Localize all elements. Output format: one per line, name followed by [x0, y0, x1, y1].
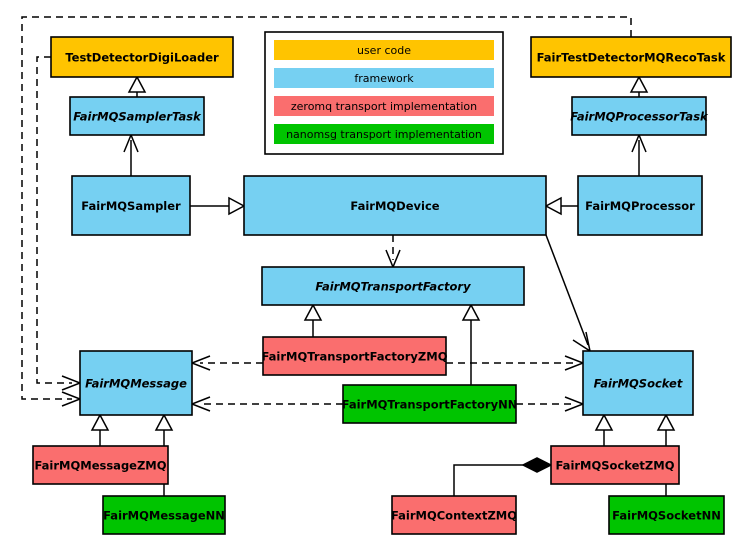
class-node-FairMQSocketZMQ[interactable]: FairMQSocketZMQ — [550, 445, 680, 485]
class-name-label: FairMQSocket — [594, 377, 683, 391]
class-node-FairMQSocket[interactable]: FairMQSocket — [582, 350, 694, 416]
class-node-FairMQMessageZMQ[interactable]: FairMQMessageZMQ — [32, 445, 169, 485]
class-name-label: FairMQTransportFactory — [315, 280, 471, 294]
edge-tfzmq-to-socket — [446, 355, 586, 371]
edge-device-to-socket — [545, 234, 592, 353]
edge-contextzmq-to-socketzmq — [453, 457, 553, 496]
class-node-FairMQMessageNN[interactable]: FairMQMessageNN — [102, 495, 226, 535]
edge-messagezmq-to-message — [90, 413, 110, 446]
class-box[interactable] — [571, 96, 707, 136]
edge-processor-to-device — [544, 196, 578, 216]
class-box[interactable] — [261, 266, 525, 306]
legend-item-0: user code — [274, 40, 494, 60]
class-name-label: FairMQSocketNN — [612, 509, 721, 523]
class-node-FairMQTransportFactoryNN[interactable]: FairMQTransportFactoryNN — [342, 384, 518, 424]
edge-tfnn-to-socket — [516, 396, 586, 412]
edge-processor-to-processortask — [631, 133, 647, 176]
class-box[interactable] — [577, 175, 703, 236]
edge-sampler-to-samplertask — [123, 133, 139, 176]
class-name-label: FairMQSampler — [81, 199, 181, 213]
edge-samplertask-to-digiloader — [127, 75, 147, 97]
class-name-label: FairMQDevice — [350, 199, 439, 213]
legend-item-label: nanomsg transport implementation — [286, 128, 482, 141]
edge-tfnn-to-message — [189, 396, 343, 412]
class-name-label: FairMQMessageNN — [103, 509, 225, 523]
edge-device-to-transportfactory — [385, 235, 401, 269]
class-node-FairMQSocketNN[interactable]: FairMQSocketNN — [608, 495, 725, 535]
class-name-label: FairMQProcessor — [585, 199, 695, 213]
legend-item-1: framework — [274, 68, 494, 88]
class-node-FairMQDevice[interactable]: FairMQDevice — [243, 175, 547, 236]
class-node-FairMQContextZMQ[interactable]: FairMQContextZMQ — [391, 495, 517, 535]
class-box[interactable] — [262, 336, 447, 376]
class-box[interactable] — [71, 175, 191, 236]
class-node-FairMQProcessorTask[interactable]: FairMQProcessorTask — [570, 96, 709, 136]
class-name-label: FairTestDetectorMQRecoTask — [537, 51, 726, 65]
edge-tfnn-to-transportfactory — [461, 303, 481, 385]
class-box[interactable] — [391, 495, 517, 535]
legend: user code framework zeromq transport imple… — [264, 31, 504, 155]
class-box[interactable] — [342, 384, 517, 424]
class-box[interactable] — [102, 495, 226, 535]
class-box[interactable] — [530, 36, 732, 78]
class-name-label: FairMQMessage — [85, 377, 187, 391]
class-box[interactable] — [50, 36, 234, 78]
class-node-FairMQTransportFactoryZMQ[interactable]: FairMQTransportFactoryZMQ — [261, 336, 448, 376]
class-name-label: FairMQTransportFactoryNN — [342, 398, 518, 412]
class-node-FairMQSampler[interactable]: FairMQSampler — [71, 175, 191, 236]
legend-swatch — [274, 68, 494, 88]
class-node-FairTestDetectorMQRecoTask[interactable]: FairTestDetectorMQRecoTask — [530, 36, 732, 78]
class-node-FairMQTransportFactory[interactable]: FairMQTransportFactory — [261, 266, 525, 306]
class-name-label: FairMQSamplerTask — [73, 110, 202, 124]
class-box[interactable] — [608, 495, 725, 535]
class-box[interactable] — [32, 445, 169, 485]
edge-socketzmq-to-socket — [594, 413, 614, 446]
legend-item-label: zeromq transport implementation — [291, 100, 477, 113]
class-node-TestDetectorDigiLoader[interactable]: TestDetectorDigiLoader — [50, 36, 234, 78]
class-name-label: FairMQContextZMQ — [391, 509, 517, 523]
class-box[interactable] — [550, 445, 680, 485]
legend-swatch — [274, 40, 494, 60]
class-name-label: FairMQProcessorTask — [570, 110, 709, 124]
legend-item-label: user code — [357, 44, 411, 57]
class-box[interactable] — [243, 175, 547, 236]
class-name-label: TestDetectorDigiLoader — [65, 51, 219, 65]
edge-tfzmq-to-message — [189, 355, 263, 371]
class-name-label: FairMQTransportFactoryZMQ — [261, 350, 447, 364]
node-layer: TestDetectorDigiLoader FairTestDetectorMQ… — [32, 36, 732, 535]
class-name-label: FairMQSocketZMQ — [556, 459, 675, 473]
legend-item-label: framework — [354, 72, 414, 85]
class-box[interactable] — [582, 350, 694, 416]
legend-item-2: zeromq transport implementation — [274, 96, 494, 116]
class-box[interactable] — [69, 96, 205, 136]
edge-sampler-to-device — [190, 196, 246, 216]
edge-processortask-to-recotask — [629, 75, 649, 97]
legend-swatch — [274, 96, 494, 116]
edge-tfzmq-to-transportfactory — [303, 303, 323, 337]
legend-swatch — [274, 124, 494, 144]
class-node-FairMQProcessor[interactable]: FairMQProcessor — [577, 175, 703, 236]
class-node-FairMQSamplerTask[interactable]: FairMQSamplerTask — [69, 96, 205, 136]
class-node-FairMQMessage[interactable]: FairMQMessage — [79, 350, 193, 416]
legend-item-3: nanomsg transport implementation — [274, 124, 494, 144]
class-name-label: FairMQMessageZMQ — [34, 459, 166, 473]
class-box[interactable] — [79, 350, 193, 416]
